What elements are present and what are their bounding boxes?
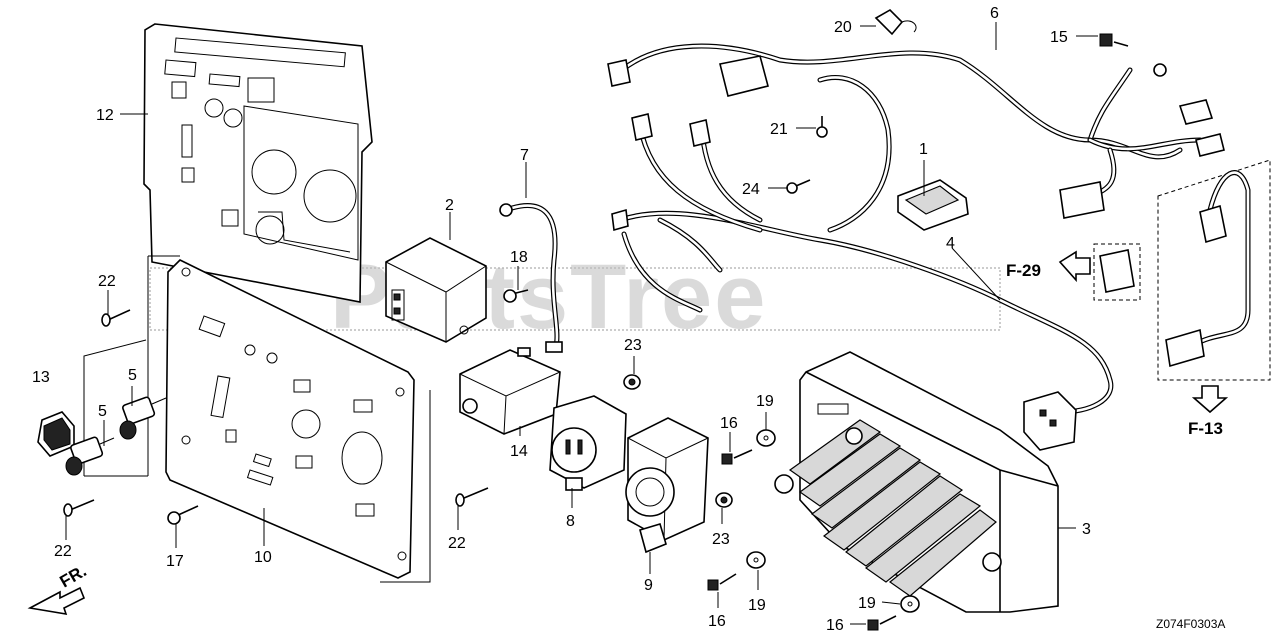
front-arrow: FR. [27, 561, 90, 616]
part-5-fuse-holder-upper[interactable] [119, 396, 167, 440]
part-12-label-sheet[interactable] [143, 23, 373, 303]
part-7-wire[interactable] [499, 203, 563, 353]
part-22-screw-b[interactable] [63, 499, 95, 517]
callout-22-b: 22 [54, 543, 72, 560]
part-10-control-panel[interactable] [165, 259, 415, 579]
callout-23-a: 23 [624, 337, 642, 354]
part-10-bracket [83, 255, 431, 583]
callout-15: 15 [1050, 29, 1068, 46]
callout-10: 10 [254, 549, 272, 566]
part-14-breaker[interactable] [459, 347, 561, 435]
callout-1: 1 [919, 141, 928, 158]
part-1-connector[interactable] [897, 179, 969, 231]
f13-reference[interactable]: F-13 [1188, 385, 1229, 438]
part-21-screw[interactable] [816, 116, 828, 138]
callout-7: 7 [520, 147, 529, 164]
callout-19-b: 19 [748, 597, 766, 614]
callout-5-upper: 5 [128, 367, 137, 384]
inverter-fins [788, 419, 997, 597]
callout-5-lower: 5 [98, 403, 107, 420]
part-16-bolt-a[interactable] [721, 449, 753, 465]
part-17-bolt[interactable] [167, 505, 199, 525]
part-20-clip[interactable] [874, 9, 917, 36]
front-label: FR. [57, 561, 90, 591]
part-8-outlet[interactable] [549, 395, 627, 491]
callout-23-b: 23 [712, 531, 730, 548]
callout-14: 14 [510, 443, 528, 460]
callout-12: 12 [96, 107, 114, 124]
part-5-fuse-holder-lower[interactable] [65, 436, 115, 476]
callout-19-c: 19 [858, 595, 876, 612]
part-22-screw-c[interactable] [455, 487, 489, 507]
callout-19-a: 19 [756, 393, 774, 410]
callout-16-b: 16 [708, 613, 726, 630]
callout-20: 20 [834, 19, 852, 36]
callout-4: 4 [946, 235, 955, 252]
part-2-box[interactable] [385, 237, 487, 343]
callout-17: 17 [166, 553, 184, 570]
part-16-bolt-c[interactable] [867, 615, 897, 631]
part-19-washer-c[interactable] [900, 595, 920, 613]
callout-13: 13 [32, 369, 50, 386]
leader-lines [65, 22, 1098, 625]
f29-label: F-29 [1006, 261, 1041, 280]
part-22-screw-a[interactable] [101, 309, 131, 327]
part-18-screw[interactable] [503, 289, 529, 303]
callouts: 12 1 2 3 4 5 5 6 7 8 9 10 13 14 15 16 16… [32, 5, 1091, 634]
callout-16-c: 16 [826, 617, 844, 634]
callout-22-a: 22 [98, 273, 116, 290]
callout-16-a: 16 [720, 415, 738, 432]
callout-6: 6 [990, 5, 999, 22]
part-15-bolt[interactable] [1099, 33, 1129, 47]
callout-3: 3 [1082, 521, 1091, 538]
part-3-inverter[interactable] [774, 351, 1059, 613]
callout-8: 8 [566, 513, 575, 530]
part-19-washer-a[interactable] [756, 429, 776, 447]
callout-21: 21 [770, 121, 788, 138]
callout-9: 9 [644, 577, 653, 594]
part-9-outlet[interactable] [625, 417, 709, 554]
callout-22-c: 22 [448, 535, 466, 552]
subassembly-box [1157, 159, 1271, 381]
f29-reference[interactable]: F-29 [1006, 243, 1141, 301]
callout-24: 24 [742, 181, 760, 198]
f13-label: F-13 [1188, 419, 1223, 438]
part-19-washer-b[interactable] [746, 551, 766, 569]
diagram-code: Z074F0303A [1156, 617, 1225, 631]
callout-2: 2 [445, 197, 454, 214]
part-24-screw[interactable] [786, 179, 811, 194]
callout-18: 18 [510, 249, 528, 266]
part-16-bolt-b[interactable] [707, 573, 737, 591]
part-6-main-harness[interactable] [607, 43, 1225, 233]
part-23-nut-a[interactable] [623, 374, 641, 390]
part-23-nut-b[interactable] [715, 492, 733, 508]
part-13-switch[interactable] [37, 411, 75, 457]
